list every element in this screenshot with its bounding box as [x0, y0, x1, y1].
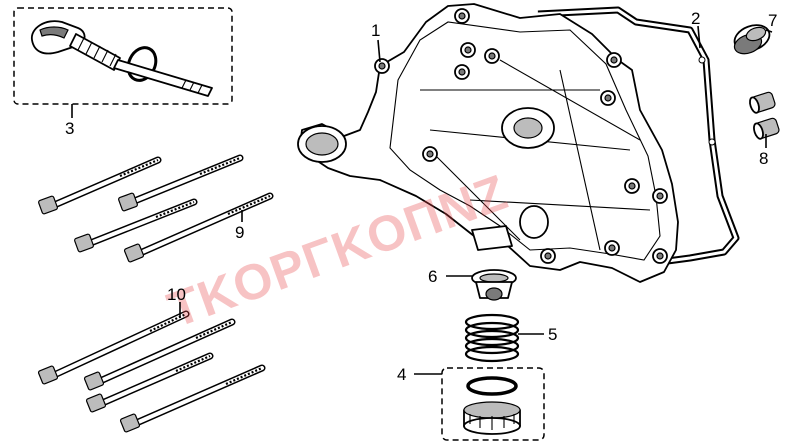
part-2-gasket	[537, 6, 740, 266]
part-4-dashed-box	[441, 367, 545, 441]
callout-3: 3	[65, 104, 74, 138]
bolt-9d	[123, 192, 274, 263]
callout-2: 2	[691, 9, 701, 49]
bolt-10a	[37, 310, 190, 385]
callout-8: 8	[759, 134, 768, 168]
callout-1: 1	[371, 21, 381, 63]
cover-bolt-holes	[374, 8, 668, 264]
part-4-group	[441, 367, 545, 441]
part-8-dowel-pins	[749, 91, 780, 140]
callout-9-label: 9	[235, 223, 244, 242]
bolt-10c	[85, 352, 214, 413]
callout-7-label: 7	[768, 11, 777, 30]
dipstick-handle-shade	[39, 26, 69, 39]
dipstick-rod-marks	[181, 79, 203, 94]
part-10-bolts	[37, 310, 266, 433]
watermark-text: TKOPΓKOΠNZ	[161, 164, 515, 339]
cover-outline	[299, 3, 679, 283]
part-5-spring	[464, 313, 520, 363]
bolt-9b	[118, 154, 244, 212]
dipstick-thread-body	[69, 33, 121, 71]
callout-7: 7	[765, 11, 777, 33]
part-7-oil-seal	[733, 24, 771, 55]
bolt-9c	[74, 198, 198, 253]
callout-5: 5	[518, 325, 557, 344]
bolt-10b	[83, 318, 236, 391]
filler-neck-bore	[305, 132, 339, 156]
cover-spigot	[471, 225, 513, 251]
callout-2-label: 2	[691, 9, 700, 28]
callout-1-label: 1	[371, 21, 380, 40]
callout-4-label: 4	[397, 365, 406, 384]
part-3-dashed-box	[13, 7, 233, 105]
cover-flange	[389, 21, 661, 261]
callout-5-label: 5	[548, 325, 557, 344]
callout-4: 4	[397, 365, 442, 384]
bolt-9a	[38, 156, 162, 215]
dipstick-thread-lines	[77, 37, 117, 67]
part-9-bolts	[38, 154, 274, 263]
dipstick-o-ring	[126, 46, 158, 82]
callout-9: 9	[235, 210, 244, 242]
bolt-10d	[119, 364, 266, 433]
callout-10-label: 10	[167, 285, 186, 304]
callout-3-label: 3	[65, 119, 74, 138]
callout-8-label: 8	[759, 149, 768, 168]
callout-10: 10	[167, 285, 186, 318]
part-3-group	[13, 7, 233, 105]
drain-plug-o-ring	[466, 376, 518, 396]
callout-6-label: 6	[428, 267, 437, 286]
callout-6: 6	[428, 267, 472, 286]
part-1-crankcase-cover	[297, 3, 679, 283]
dipstick-rod	[113, 59, 213, 97]
part-6-strainer-cap	[471, 269, 517, 301]
